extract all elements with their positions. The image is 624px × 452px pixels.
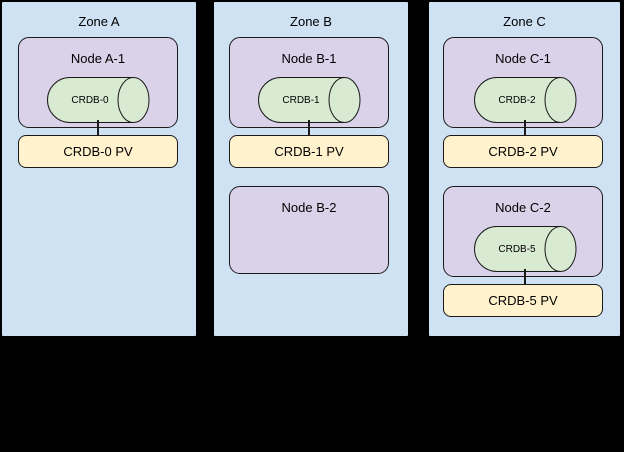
database-cylinder-icon	[258, 77, 361, 123]
zone-panel-b: Zone B Node B-1 CRDB-1 CRDB-1 PV Node B-…	[212, 0, 410, 338]
pv-label: CRDB-0 PV	[63, 144, 133, 159]
connector-line	[308, 120, 310, 135]
zone-label: Zone A	[78, 14, 120, 29]
node-card-c1: Node C-1 CRDB-2	[443, 37, 603, 128]
node-card-a1: Node A-1 CRDB-0	[18, 37, 178, 128]
connector-line	[524, 120, 526, 135]
database-cylinder: CRDB-2	[474, 77, 577, 123]
zone-panel-c: Zone C Node C-1 CRDB-2 CRDB-2 PV Node C-…	[427, 0, 622, 338]
node-label: Node B-2	[281, 200, 337, 215]
database-cylinder: CRDB-5	[474, 226, 577, 272]
database-cylinder-icon	[474, 226, 577, 272]
database-cylinder-icon	[47, 77, 150, 123]
node-label: Node C-1	[495, 51, 551, 66]
pv-box: CRDB-5 PV	[443, 284, 603, 317]
pv-box: CRDB-1 PV	[229, 135, 389, 168]
pv-label: CRDB-2 PV	[488, 144, 558, 159]
pv-box: CRDB-2 PV	[443, 135, 603, 168]
database-label: CRDB-2	[498, 94, 536, 106]
node-label: Node C-2	[495, 200, 551, 215]
pv-label: CRDB-5 PV	[488, 293, 558, 308]
database-cylinder-icon	[474, 77, 577, 123]
zone-label: Zone B	[290, 14, 332, 29]
zone-panel-a: Zone A Node A-1 CRDB-0 CRDB-0 PV	[0, 0, 198, 338]
database-label: CRDB-0	[71, 94, 109, 106]
node-card-b2: Node B-2	[229, 186, 389, 274]
database-label: CRDB-1	[282, 94, 320, 106]
node-card-b1: Node B-1 CRDB-1	[229, 37, 389, 128]
node-label: Node B-1	[281, 51, 337, 66]
database-cylinder: CRDB-1	[258, 77, 361, 123]
pv-label: CRDB-1 PV	[274, 144, 344, 159]
database-cylinder: CRDB-0	[47, 77, 150, 123]
node-card-c2: Node C-2 CRDB-5	[443, 186, 603, 277]
node-label: Node A-1	[70, 51, 126, 66]
zone-label: Zone C	[503, 14, 546, 29]
pv-box: CRDB-0 PV	[18, 135, 178, 168]
connector-line	[97, 120, 99, 135]
connector-line	[524, 269, 526, 284]
database-label: CRDB-5	[498, 243, 536, 255]
